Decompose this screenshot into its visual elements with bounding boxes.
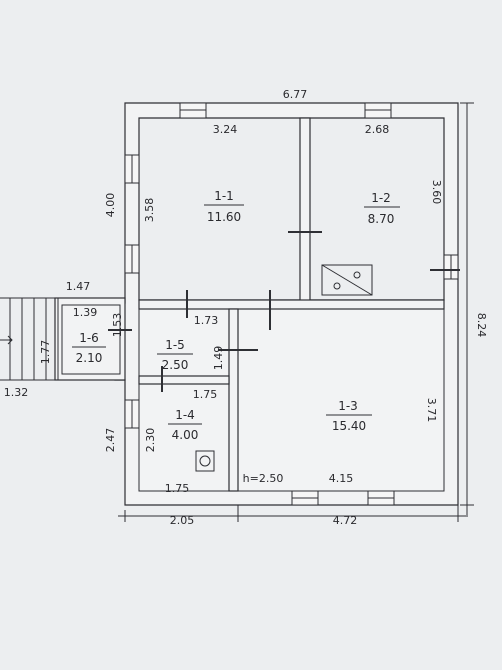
dim-room16-width: 1.39 [73,306,98,319]
dim-room15-side: 1.53 [111,313,124,338]
room-label-1-2: 1-2 8.70 [364,191,400,226]
dim-porch-top: 1.47 [66,280,91,293]
room-id: 1-1 [214,189,234,203]
room-area: 8.70 [368,212,395,226]
dim-room14-width-top: 1.75 [193,388,218,401]
dim-room11-height: 3.58 [143,198,156,223]
boiler-icon [195,450,215,472]
room-area: 2.10 [76,351,103,365]
room-id: 1-4 [175,408,195,422]
room-label-1-1: 1-1 11.60 [204,189,244,224]
room-label-1-3: 1-3 15.40 [326,399,372,433]
dim-room11-width: 3.24 [213,123,238,136]
dim-left-upper: 4.00 [104,193,117,218]
dim-room16-height: 1.77 [39,340,52,365]
dim-room13-height: 3.71 [425,398,438,423]
dim-top-overall: 6.77 [283,88,308,101]
dim-right-overall: 8.24 [475,313,488,338]
stove-icon [321,264,373,296]
dim-room14-height: 2.30 [144,428,157,453]
room-id: 1-5 [165,338,185,352]
dim-left-lower: 2.47 [104,428,117,453]
dim-room14-width-bottom: 1.75 [165,482,190,495]
dim-bottom-right: 4.72 [333,514,358,527]
room-label-1-6: 1-6 2.10 [72,331,106,365]
porch-room-1-6 [54,297,126,381]
room-area: 11.60 [207,210,241,224]
dim-room13-width: 4.15 [329,472,354,485]
ceiling-height: h=2.50 [243,472,284,485]
interior-walls [138,117,445,492]
room-area: 4.00 [172,428,199,442]
room-area: 15.40 [332,419,366,433]
windows [124,102,459,506]
room-id: 1-6 [79,331,99,345]
room-id: 1-2 [371,191,391,205]
dim-room15-width: 1.73 [194,314,219,327]
dim-room15-height: 1.49 [212,346,225,371]
dim-porch-left: 1.32 [4,386,29,399]
room-label-1-5: 1-5 2.50 [157,338,193,372]
dimension-labels: 6.77 8.24 2.05 4.72 4.00 2.47 1.32 1.47 … [4,88,488,527]
dim-room12-height: 3.60 [430,180,443,205]
dim-room12-width: 2.68 [365,123,390,136]
room-area: 2.50 [162,358,189,372]
dim-bottom-left: 2.05 [170,514,195,527]
entrance-steps [0,297,55,381]
door-marks [108,231,460,392]
room-id: 1-3 [338,399,358,413]
room-label-1-4: 1-4 4.00 [168,408,202,442]
dimension-lines [118,102,474,522]
